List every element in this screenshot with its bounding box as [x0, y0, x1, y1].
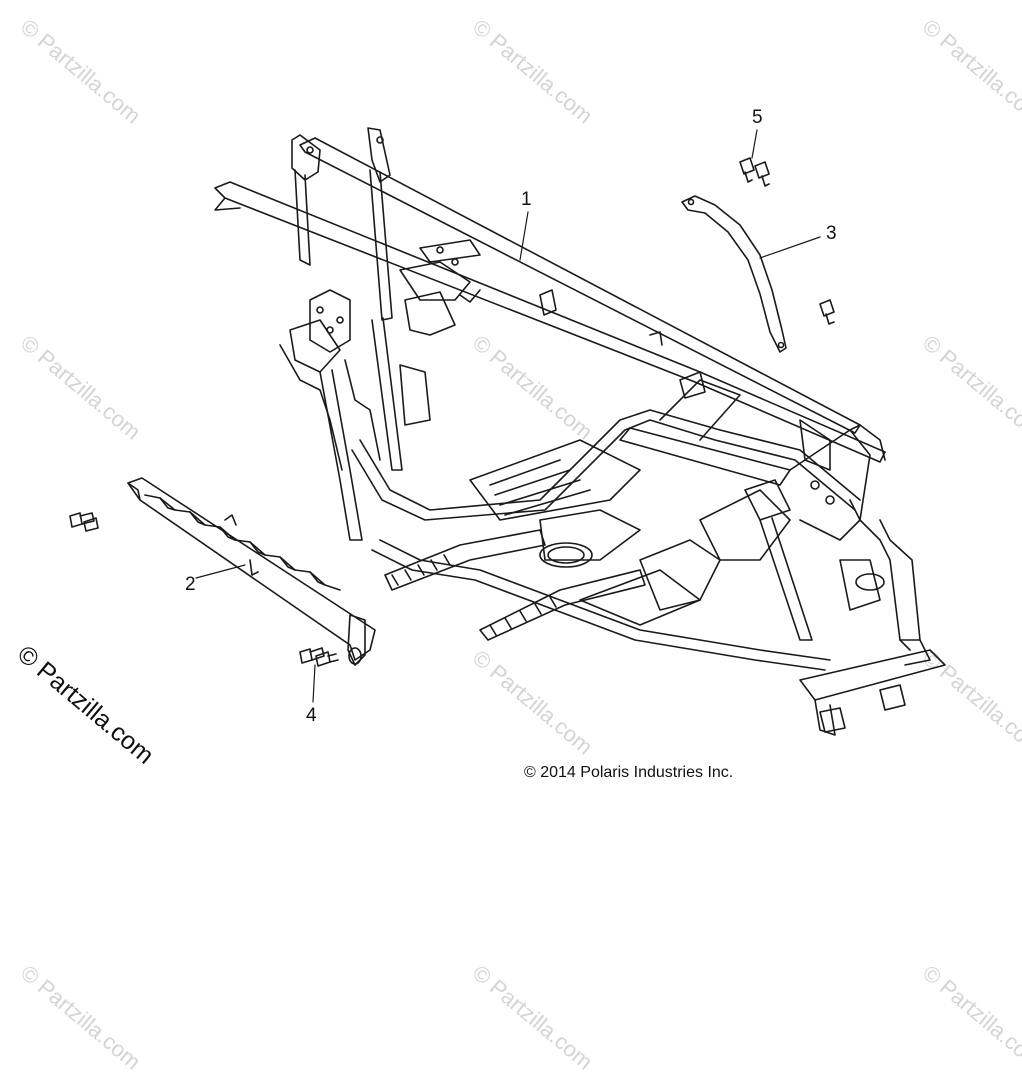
callout-3: 3	[826, 223, 837, 244]
bolt-left-pair[interactable]	[69, 512, 99, 532]
parts-diagram: © Partzilla.com © Partzilla.com © Partzi…	[12, 14, 1022, 1074]
leader-lines	[195, 129, 821, 703]
callout-4: 4	[306, 705, 317, 726]
bolt-brace-pair[interactable]	[819, 299, 835, 325]
bolt-part-4[interactable]	[299, 647, 339, 667]
bolt-part-5[interactable]	[739, 157, 770, 187]
curved-brace-part[interactable]	[681, 195, 787, 353]
callout-2: 2	[185, 574, 196, 595]
front-bar-part[interactable]	[127, 477, 376, 666]
main-frame-part[interactable]	[214, 127, 946, 736]
callout-5: 5	[752, 107, 763, 128]
callout-1: 1	[521, 189, 532, 210]
copyright-notice: © 2014 Polaris Industries Inc.	[524, 764, 734, 781]
frame-line-drawing	[69, 127, 946, 736]
